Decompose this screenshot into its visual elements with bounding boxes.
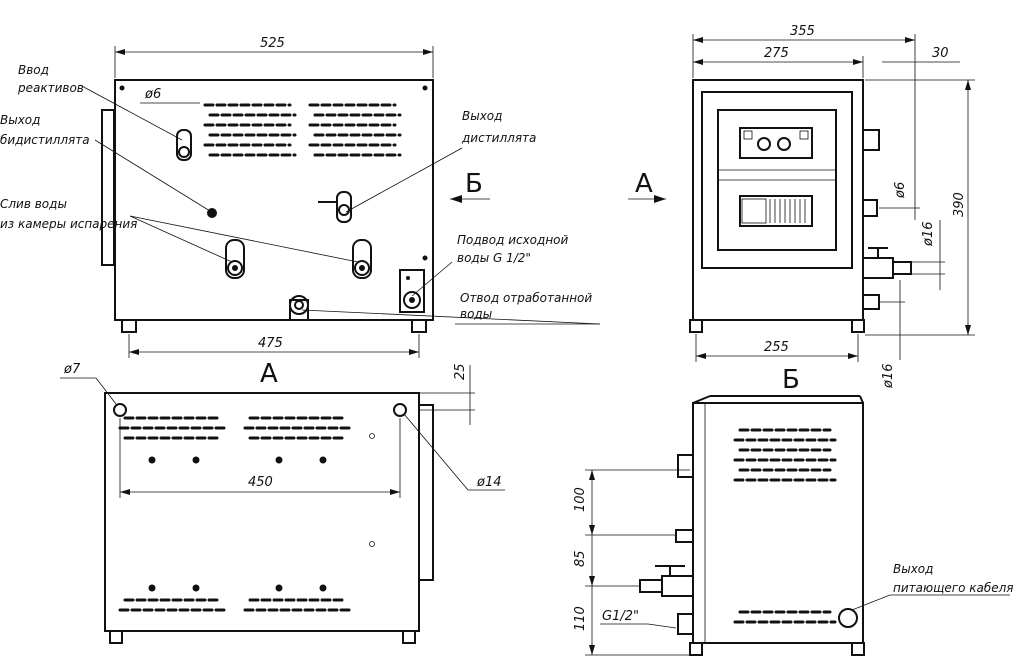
rear-valve xyxy=(639,565,694,597)
dim-bottom-holes: 450 xyxy=(248,475,273,490)
dim-side-protrusion: 30 xyxy=(932,46,949,61)
label-reagent-inlet-1: Ввод xyxy=(18,63,49,77)
dim-side-height: 390 xyxy=(952,192,967,217)
dim-rear-100: 100 xyxy=(573,487,588,512)
side-fitting-top xyxy=(862,129,880,151)
dim-front-hole: ø6 xyxy=(144,87,161,102)
label-drain-1: Слив воды xyxy=(0,197,67,211)
fitting-waste xyxy=(289,295,309,321)
rear-vents xyxy=(733,428,837,624)
dim-bottom-hole-small: ø7 xyxy=(63,362,81,377)
side-valve xyxy=(862,247,912,279)
fitting-bidistillate xyxy=(207,208,217,218)
front-foot-right xyxy=(411,319,427,333)
dim-side-pipe-mid: ø16 xyxy=(921,222,936,248)
bottom-vents xyxy=(118,416,352,612)
rear-view: 100 85 110 G1/2" Выход питающего кабеля xyxy=(573,395,1014,656)
dim-side-feet: 255 xyxy=(764,340,789,355)
label-distillate-1: Выход xyxy=(462,109,502,123)
dim-side-body: 275 xyxy=(764,46,789,61)
dim-rear-thread: G1/2" xyxy=(602,609,639,624)
label-drain-2: из камеры испарения xyxy=(0,217,137,231)
side-view: 355 275 30 390 ø6 ø16 ø16 255 А xyxy=(628,24,975,395)
bottom-handle xyxy=(418,404,434,581)
bottom-view: 450 ø7 ø14 25 xyxy=(60,362,505,644)
label-cable-outlet-2: питающего кабеля xyxy=(893,581,1014,595)
side-fitting-low xyxy=(862,294,880,310)
dim-front-feet: 475 xyxy=(258,336,283,351)
control-unit xyxy=(739,127,813,159)
dim-bottom-hole-large: ø14 xyxy=(476,475,502,490)
switch-block xyxy=(739,195,813,227)
fitting-water-supply xyxy=(399,269,425,313)
label-water-supply-2: воды G 1/2" xyxy=(457,251,531,265)
label-bidistillate-1: Выход xyxy=(0,113,40,127)
front-handle xyxy=(101,109,115,266)
side-fitting-mid xyxy=(862,199,878,217)
view-arrow-b: Б xyxy=(465,169,483,199)
fitting-drain-left xyxy=(225,239,245,279)
dim-side-pipe-small: ø6 xyxy=(893,182,908,199)
label-distillate-2: дистиллята xyxy=(461,131,536,145)
fitting-drain-right xyxy=(352,239,372,279)
front-vents xyxy=(203,103,402,157)
cable-outlet xyxy=(838,608,858,628)
front-foot-left xyxy=(121,319,137,333)
front-view: 525 475 ø6 Ввод реактивов Выход бидистил… xyxy=(0,36,601,389)
label-waste-1: Отвод отработанной xyxy=(460,291,592,305)
dim-rear-110: 110 xyxy=(573,606,588,631)
dim-bottom-offset: 25 xyxy=(453,363,468,380)
view-label-b: Б xyxy=(782,365,800,395)
view-arrow-a: А xyxy=(635,169,653,199)
side-panel xyxy=(701,91,853,269)
dim-side-total: 355 xyxy=(790,24,815,39)
rear-body xyxy=(692,402,864,644)
fitting-reagent-inlet xyxy=(176,129,192,161)
dim-side-pipe-low: ø16 xyxy=(881,364,896,390)
label-reagent-inlet-2: реактивов xyxy=(17,81,84,95)
label-waste-2: воды xyxy=(460,307,492,321)
label-cable-outlet-1: Выход xyxy=(893,562,933,576)
dim-front-width: 525 xyxy=(260,36,285,51)
label-water-supply-1: Подвод исходной xyxy=(457,233,569,247)
dim-rear-85: 85 xyxy=(573,550,588,567)
fitting-distillate xyxy=(318,191,352,223)
label-bidistillate-2: бидистиллята xyxy=(0,133,90,147)
view-label-a: А xyxy=(260,359,278,389)
